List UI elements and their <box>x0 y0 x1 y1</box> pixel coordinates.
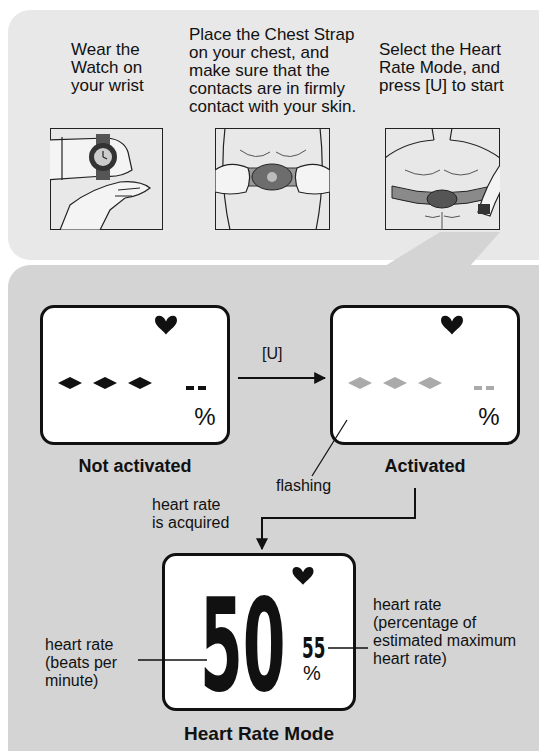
lcd-display: % Not activated <box>40 305 230 480</box>
chest-lines <box>240 150 306 157</box>
watch-hands <box>103 151 107 159</box>
lcd-small-digits: 55 <box>302 635 325 663</box>
segment-diamond <box>128 377 152 389</box>
illustration-frame: Place the Chest Strap on your chest, and… <box>215 128 330 230</box>
chest-strap <box>392 186 492 205</box>
screen-caption: Not activated <box>40 457 230 475</box>
callout-label: heart rate (percentage of estimated maxi… <box>373 596 523 668</box>
transition-label: heart rate is acquired <box>152 496 234 532</box>
illustration-frame: Select the Heart Rate Mode, and press [U… <box>385 128 500 230</box>
flashing-diamond <box>383 377 407 389</box>
button-label: [U] <box>262 346 282 362</box>
percent-sign: % <box>190 405 220 429</box>
torso-side <box>223 128 230 230</box>
heart-icon <box>441 316 463 335</box>
screen-caption: Activated <box>330 457 520 475</box>
flow-arrow <box>238 377 325 379</box>
right-hand <box>295 164 330 194</box>
screen-caption: Heart Rate Mode <box>162 724 356 743</box>
top-panel <box>8 10 539 260</box>
segment-diamond <box>58 377 82 389</box>
forearm <box>50 138 132 180</box>
lcd-display: 50 55% Heart Rate Mode <box>162 553 356 751</box>
neck <box>432 128 452 140</box>
illustration-frame: Wear the Watch on your wrist <box>50 128 163 230</box>
shoulders <box>385 140 500 158</box>
leader-line <box>328 647 368 649</box>
heart-icon <box>155 316 177 335</box>
instruction-text: Place the Chest Strap on your chest, and… <box>189 26 371 116</box>
watch-strap <box>96 134 110 180</box>
wrist-watch <box>478 204 490 214</box>
transmitter <box>252 164 292 190</box>
wrist-illustration <box>50 134 150 230</box>
flashing-dash <box>486 386 494 390</box>
lcd-digits: 50 <box>200 582 286 710</box>
flow-arrow <box>262 488 415 549</box>
segment-dash <box>186 386 194 390</box>
chest-strap <box>218 168 326 186</box>
strap-illustration <box>215 128 330 230</box>
flashing-dash <box>474 386 482 390</box>
segment-diamond <box>93 377 117 389</box>
instruction-text: Select the Heart Rate Mode, and press [U… <box>379 41 529 95</box>
percent-sign: % <box>474 405 504 429</box>
segment-dash <box>198 386 206 390</box>
bottom-panel <box>8 265 539 751</box>
heart-icon <box>293 567 314 585</box>
raised-arm <box>478 165 500 216</box>
watch-case <box>89 143 117 171</box>
watch-face <box>94 148 112 166</box>
finger-lines <box>115 188 140 196</box>
flashing-diamond <box>418 377 442 389</box>
instruction-text: Wear the Watch on your wrist <box>71 41 166 95</box>
wearer-illustration <box>385 128 500 230</box>
transmitter-logo <box>267 172 277 182</box>
callout-label: flashing <box>276 478 331 494</box>
percent-sign: % <box>303 663 321 683</box>
abdomen-lines <box>425 212 460 230</box>
transmitter <box>427 190 457 208</box>
other-hand <box>60 182 150 230</box>
callout-label: heart rate (beats per minute) <box>45 636 123 690</box>
lcd-display: % Activated <box>330 305 520 480</box>
flashing-diamond <box>348 377 372 389</box>
sleeve-cuff <box>61 137 62 180</box>
chest-lines <box>405 170 478 175</box>
leader-line <box>138 659 207 661</box>
leader-line <box>312 420 347 476</box>
torso-side <box>316 128 322 230</box>
left-hand <box>215 164 250 194</box>
